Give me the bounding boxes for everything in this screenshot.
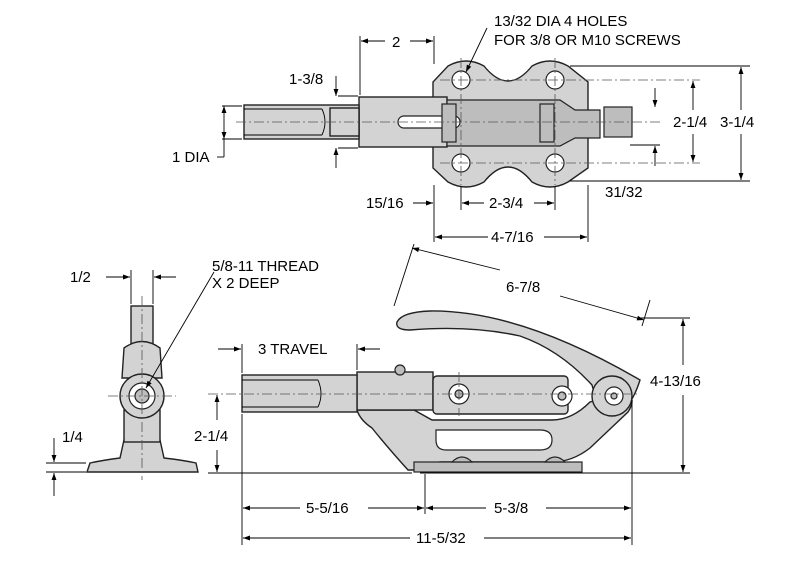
dim-15-16: 15/16: [366, 195, 404, 212]
holes-note-line1: 13/32 DIA 4 HOLES: [494, 13, 627, 30]
top-view: [217, 27, 750, 242]
side-plunger: [241, 374, 358, 413]
dim-4-13-16: 4-13/16: [650, 373, 701, 390]
side-body: [356, 371, 434, 411]
dim-1-dia: 1 DIA: [172, 149, 210, 166]
thread-note-line2: X 2 DEEP: [212, 275, 280, 292]
dim-2: 2: [392, 34, 400, 51]
dim-3-travel: 3 TRAVEL: [258, 341, 327, 358]
dim-2-3-4: 2-3/4: [489, 195, 523, 212]
top-slider: [446, 99, 601, 147]
thread-note-line1: 5/8-11 THREAD: [212, 258, 319, 275]
dim-4-7-16: 4-7/16: [491, 229, 534, 246]
holes-note-line2: FOR 3/8 OR M10 SCREWS: [494, 32, 681, 49]
dim-2-1-4-top: 2-1/4: [673, 114, 707, 131]
dim-1-3-8: 1-3/8: [289, 71, 323, 88]
dim-3-1-4: 3-1/4: [720, 114, 754, 131]
side-view: [208, 243, 690, 545]
dim-1-4: 1/4: [62, 429, 83, 446]
dim-11-5-32: 11-5/32: [416, 530, 466, 547]
dim-2-1-4-side: 2-1/4: [194, 428, 228, 445]
side-base: [413, 461, 583, 473]
dim-6-7-8: 6-7/8: [506, 279, 540, 296]
end-base: [86, 439, 199, 473]
dim-5-5-16: 5-5/16: [306, 500, 349, 517]
dim-5-3-8: 5-3/8: [494, 500, 528, 517]
end-view: [46, 270, 215, 496]
dim-31-32: 31/32: [605, 184, 643, 201]
dim-1-2: 1/2: [70, 269, 91, 286]
